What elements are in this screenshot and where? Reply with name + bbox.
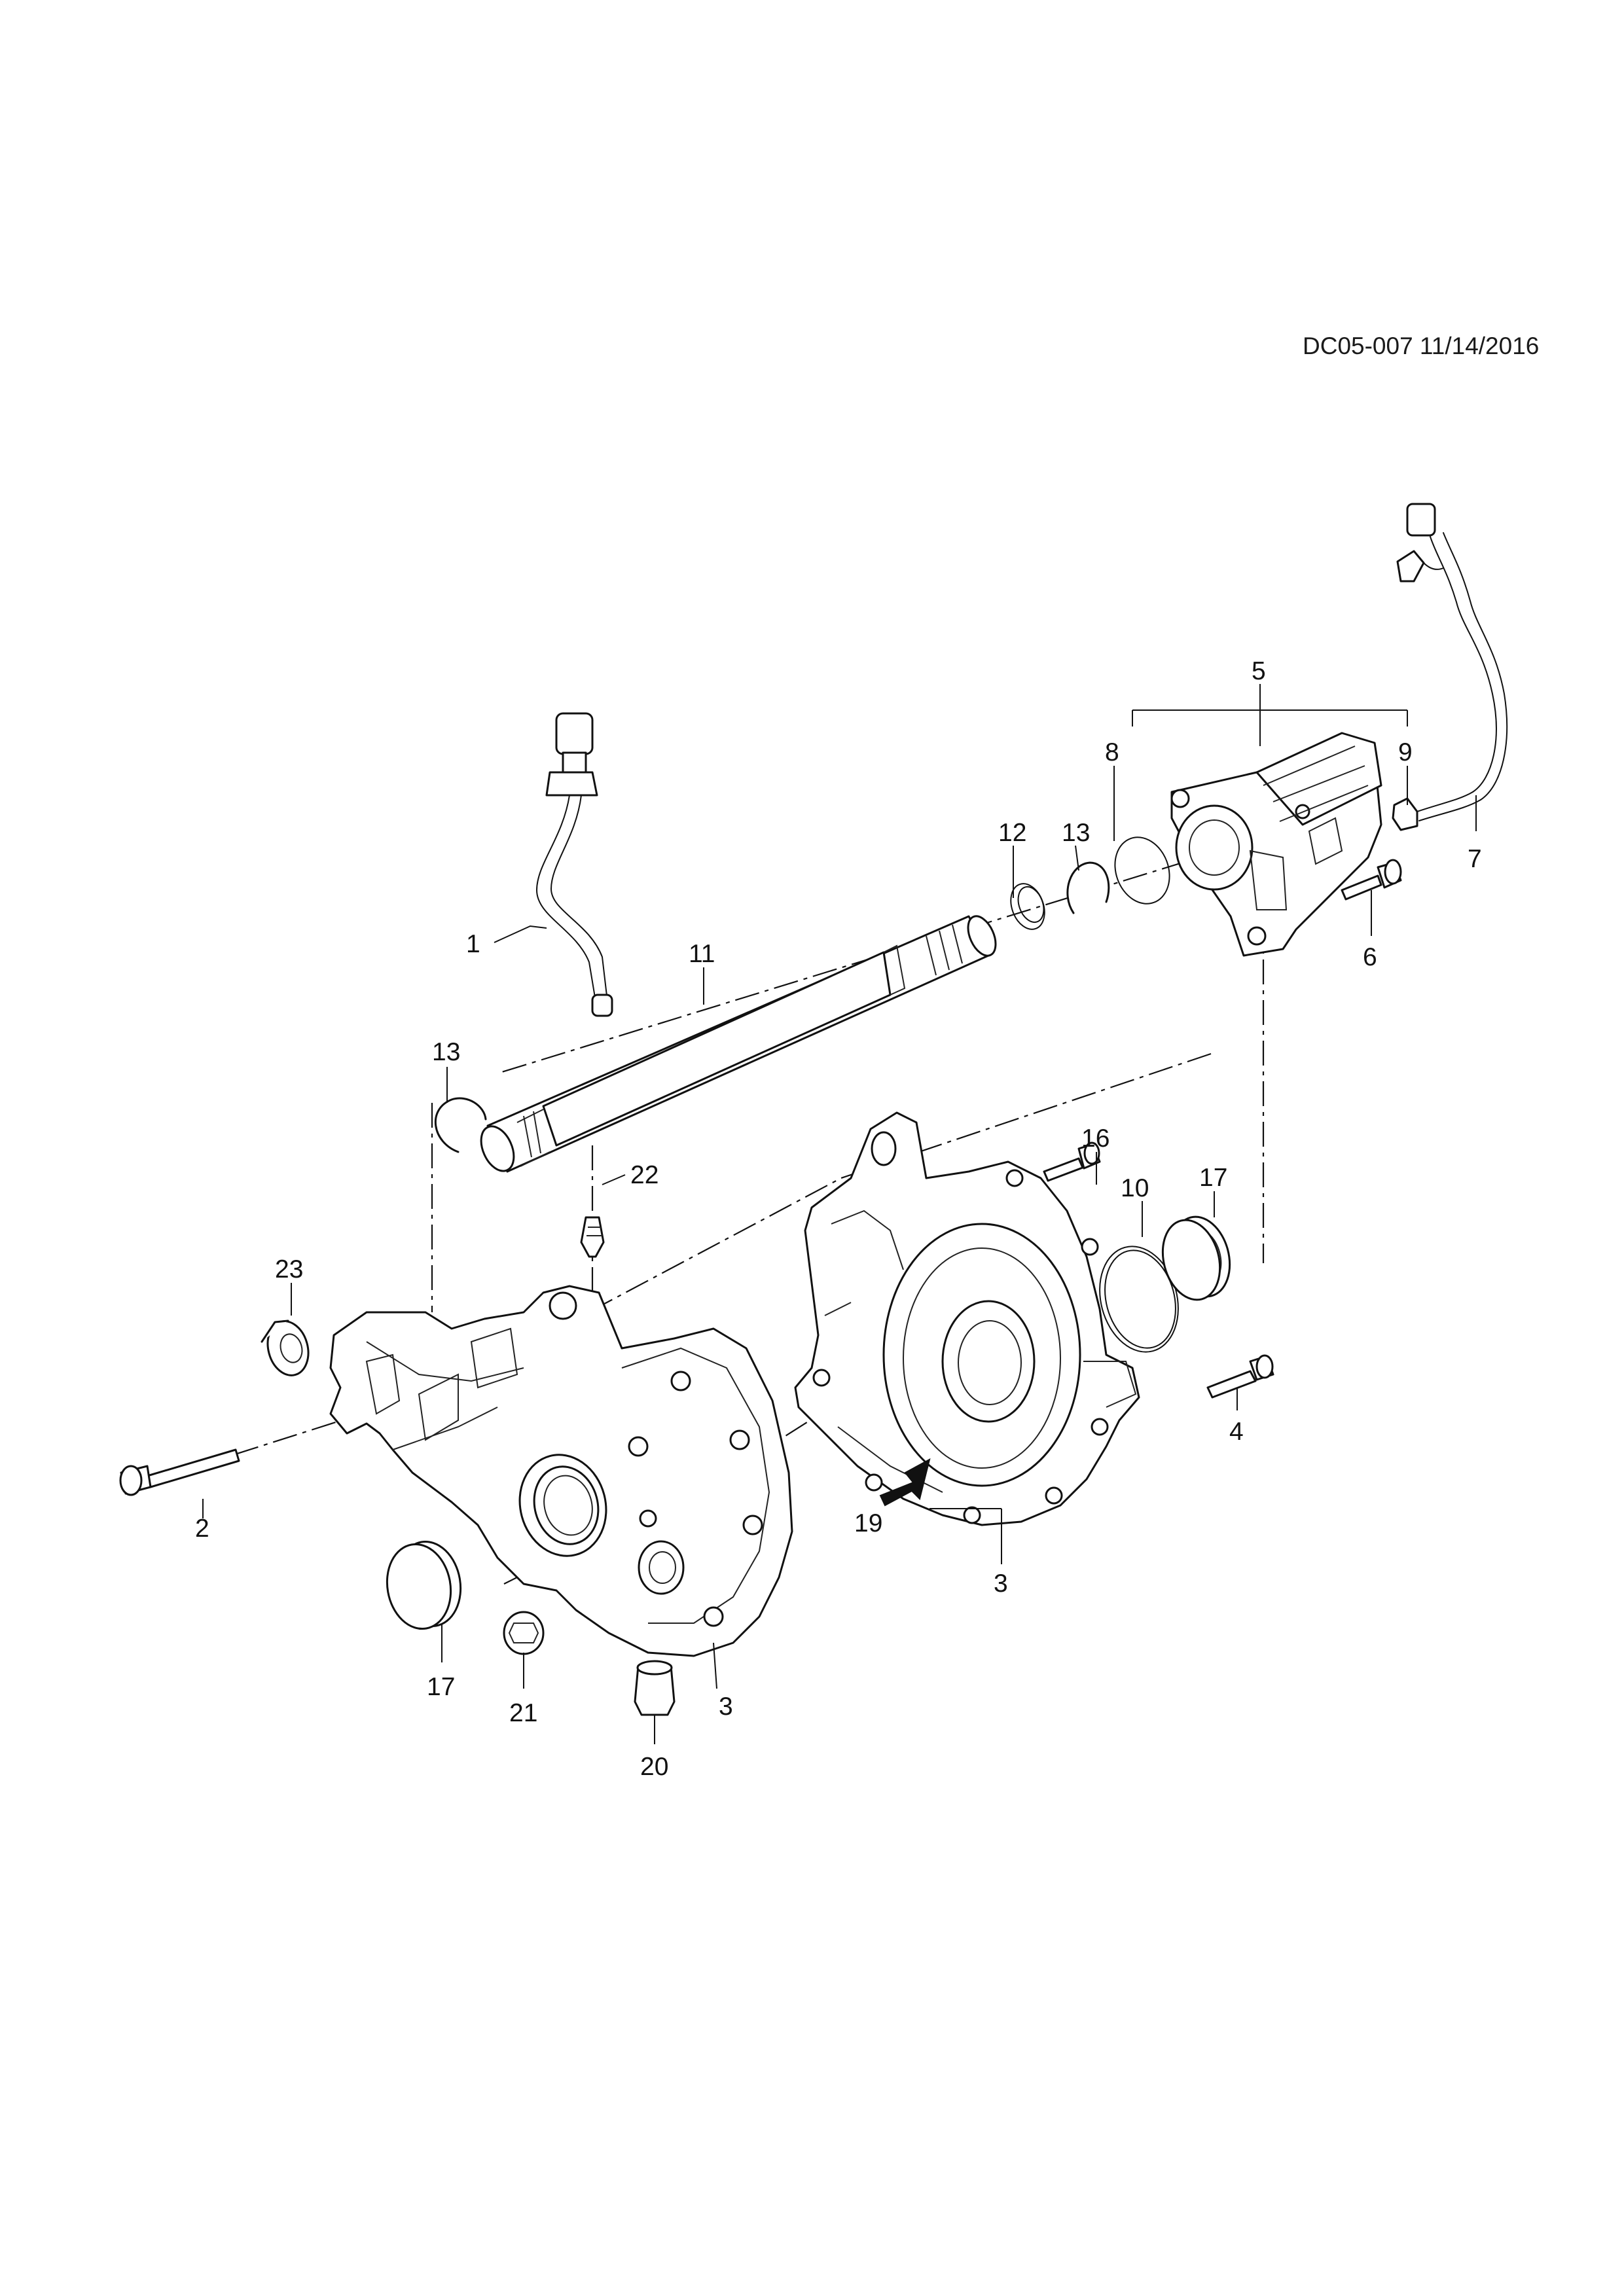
callout-10: 10 <box>1121 1174 1149 1202</box>
plug-20 <box>634 1660 676 1716</box>
plug-23 <box>261 1319 310 1376</box>
bolt-housing-right <box>1206 1354 1274 1399</box>
callout-13b: 13 <box>1062 819 1090 847</box>
callout-9: 9 <box>1398 738 1413 766</box>
callout-1: 1 <box>466 930 480 958</box>
snap-ring-left <box>434 1097 487 1153</box>
transfer-case-housing <box>329 1285 793 1657</box>
bolt-cover <box>1043 1141 1101 1182</box>
callout-20: 20 <box>640 1753 668 1781</box>
plug-21 <box>503 1611 545 1655</box>
callout-7: 7 <box>1468 845 1482 873</box>
bolt-long <box>119 1448 240 1496</box>
callout-4: 4 <box>1229 1418 1244 1446</box>
callout-8: 8 <box>1105 738 1119 766</box>
document-code: DC05-007 11/14/2016 <box>1303 332 1540 359</box>
callout-17a: 17 <box>1199 1164 1227 1192</box>
callout-leaders <box>202 684 1477 1744</box>
callout-22: 22 <box>630 1161 659 1189</box>
callout-17b: 17 <box>427 1673 455 1701</box>
snap-ring-right <box>1010 836 1170 930</box>
callout-5: 5 <box>1252 657 1266 685</box>
callout-numbers: 1 2 3 3 4 5 6 7 8 9 10 11 12 13 13 16 17… <box>195 657 1482 1781</box>
callout-21: 21 <box>509 1699 537 1727</box>
callout-23: 23 <box>275 1255 303 1283</box>
callout-3b: 3 <box>719 1693 733 1721</box>
transfer-case-cover <box>794 1111 1140 1526</box>
bolt-actuator <box>1341 859 1402 901</box>
callout-16: 16 <box>1081 1124 1110 1153</box>
callout-11: 11 <box>689 940 715 968</box>
callout-13a: 13 <box>432 1038 460 1066</box>
wiring-harness-sensor-right <box>1392 503 1508 831</box>
callout-6: 6 <box>1363 943 1377 971</box>
breather-vent <box>580 1216 605 1258</box>
callout-19: 19 <box>854 1509 882 1537</box>
oil-seal-left <box>386 1540 462 1630</box>
callout-12: 12 <box>998 819 1026 847</box>
callout-3a: 3 <box>994 1570 1008 1598</box>
view-direction-arrow <box>879 1458 931 1507</box>
callout-2: 2 <box>195 1515 209 1543</box>
wiring-harness-sensor-left <box>535 712 613 1017</box>
actuator-motor <box>1170 732 1382 957</box>
oil-seal-right <box>1161 1215 1231 1301</box>
intermediate-shaft <box>480 915 997 1173</box>
